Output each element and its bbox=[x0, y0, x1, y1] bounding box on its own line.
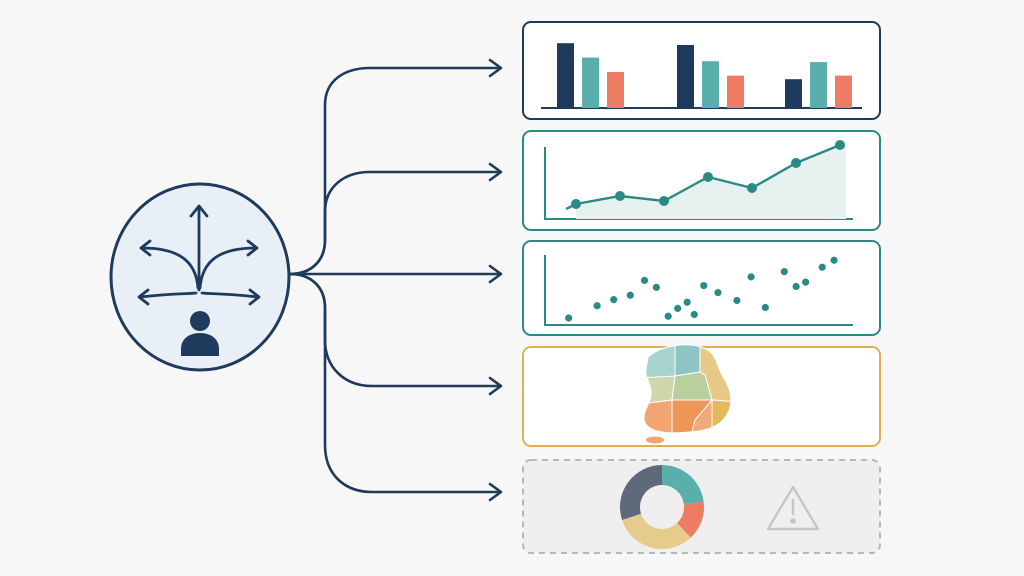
person-with-diverging-arrows-icon bbox=[137, 204, 261, 356]
arrow-right-icon bbox=[488, 482, 503, 502]
hub-node bbox=[109, 182, 291, 372]
scatter-point bbox=[792, 282, 800, 291]
scatter-point bbox=[700, 282, 708, 290]
scatter-point bbox=[610, 296, 618, 304]
connector-group bbox=[288, 58, 503, 502]
bar bbox=[677, 45, 694, 108]
scatter-point bbox=[626, 291, 634, 299]
bar bbox=[582, 57, 599, 108]
line-point bbox=[659, 196, 669, 206]
line-point bbox=[747, 183, 757, 193]
scatter-point bbox=[640, 276, 649, 284]
bar bbox=[785, 79, 802, 108]
scatter-point bbox=[780, 268, 788, 276]
scatter-point bbox=[818, 263, 826, 271]
arrow-right-icon bbox=[488, 264, 503, 284]
scatter-point bbox=[690, 310, 698, 319]
scatter-point bbox=[565, 314, 573, 322]
line-chart-area-fill bbox=[576, 145, 846, 219]
donut-slice bbox=[620, 465, 662, 520]
bar bbox=[727, 75, 744, 108]
map-region bbox=[671, 371, 713, 401]
line-point bbox=[703, 172, 713, 182]
scatter-plot bbox=[544, 255, 853, 326]
line-point bbox=[835, 140, 845, 150]
bar bbox=[835, 75, 852, 108]
warning-triangle-icon bbox=[766, 485, 820, 531]
map-outline bbox=[643, 344, 732, 434]
scatter-point bbox=[802, 278, 810, 286]
arrow-right-icon bbox=[488, 376, 503, 396]
scatter-point bbox=[761, 303, 769, 312]
scatter-point bbox=[714, 289, 722, 297]
scatter-point bbox=[747, 273, 755, 281]
connector-to-donut-chart bbox=[288, 272, 502, 494]
arrow-right-icon bbox=[488, 58, 503, 78]
scatter-point bbox=[830, 256, 838, 264]
line-chart bbox=[544, 140, 853, 220]
bar bbox=[702, 61, 719, 108]
line-point bbox=[571, 199, 581, 209]
scatter-plot-axes bbox=[544, 255, 853, 326]
line-chart-series bbox=[565, 143, 841, 211]
bar bbox=[607, 72, 624, 108]
scatter-point bbox=[733, 296, 741, 305]
scatter-point bbox=[664, 312, 672, 320]
bar bbox=[557, 43, 574, 109]
bar bbox=[810, 62, 827, 108]
scatter-point bbox=[652, 283, 660, 291]
donut-slice bbox=[662, 465, 704, 505]
donut-slice bbox=[677, 501, 705, 538]
line-point bbox=[791, 158, 801, 168]
scatter-point bbox=[674, 304, 682, 312]
scatter-point bbox=[683, 298, 691, 306]
arrow-right-icon bbox=[488, 162, 503, 182]
scatter-point bbox=[593, 302, 601, 310]
line-point bbox=[615, 191, 625, 201]
bar-chart bbox=[541, 43, 862, 109]
connector-to-line-chart bbox=[288, 170, 502, 276]
map-region bbox=[646, 436, 664, 444]
donut-chart bbox=[620, 465, 705, 549]
donut-slice bbox=[622, 513, 691, 549]
